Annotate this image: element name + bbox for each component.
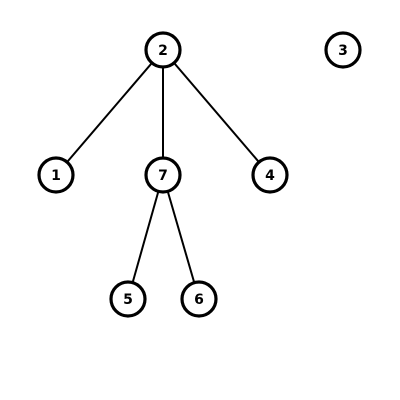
node-5: 5 xyxy=(109,280,147,318)
node-circle xyxy=(324,31,362,69)
node-label: 1 xyxy=(51,168,61,184)
node-4: 4 xyxy=(251,156,289,194)
node-label: 7 xyxy=(158,168,168,184)
node-circle xyxy=(144,156,182,194)
node-label: 3 xyxy=(338,43,348,59)
edges-layer xyxy=(55,49,271,300)
node-circle xyxy=(37,156,75,194)
node-label: 5 xyxy=(123,292,133,308)
node-label: 4 xyxy=(265,168,275,184)
edge-7-6 xyxy=(162,174,200,300)
edge-2-1 xyxy=(55,49,164,176)
nodes-layer: 2 3 1 7 4 5 6 xyxy=(37,31,362,318)
edge-2-4 xyxy=(162,49,271,176)
node-circle xyxy=(180,280,218,318)
node-3: 3 xyxy=(324,31,362,69)
node-circle xyxy=(144,31,182,69)
node-6: 6 xyxy=(180,280,218,318)
node-circle xyxy=(251,156,289,194)
node-7: 7 xyxy=(144,156,182,194)
node-1: 1 xyxy=(37,156,75,194)
node-2: 2 xyxy=(144,31,182,69)
node-label: 6 xyxy=(194,292,204,308)
node-label: 2 xyxy=(158,43,168,59)
node-circle xyxy=(109,280,147,318)
edge-7-5 xyxy=(127,174,164,300)
